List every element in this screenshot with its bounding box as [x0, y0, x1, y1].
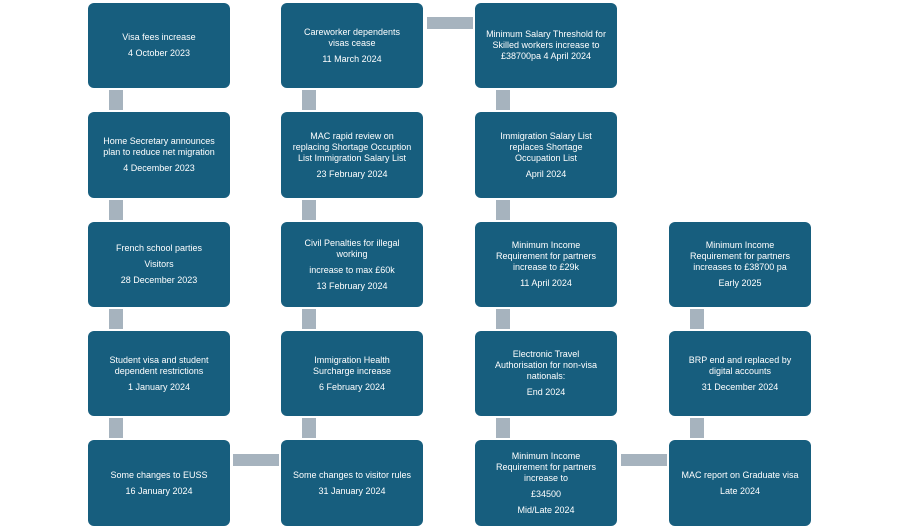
timeline-box-immigration-salary-list: Immigration Salary List replaces Shortag…: [475, 112, 617, 198]
box-text: increase to max £60k: [309, 264, 395, 275]
connector: [109, 90, 123, 110]
connector: [427, 17, 473, 29]
box-text: Electronic Travel: [512, 349, 580, 359]
box-date: End 2024: [526, 387, 566, 397]
box-date: 16 January 2024: [125, 485, 193, 496]
box-text: Requirement for partners: [495, 251, 597, 261]
box-date: 4 December 2023: [123, 163, 195, 173]
timeline-box-mac-graduate: MAC report on Graduate visa Late 2024: [669, 440, 811, 526]
box-text: Immigration Salary List: [500, 130, 592, 141]
connector: [302, 309, 316, 329]
box-text: replaces Shortage: [509, 141, 583, 152]
box-text: BRP end and replaced by: [688, 354, 792, 365]
box-text: dependent restrictions: [114, 365, 204, 376]
connector: [496, 309, 510, 329]
timeline-box-eta: Electronic Travel Authorisation for non-…: [475, 331, 617, 416]
connector: [690, 309, 704, 329]
timeline-box-brp: BRP end and replaced by digital accounts…: [669, 331, 811, 416]
connector: [233, 454, 279, 466]
box-text: Visa fees increase: [122, 32, 196, 42]
timeline-box-visitor-rules: Some changes to visitor rules 31 January…: [281, 440, 423, 526]
box-text: plan to reduce net migration: [103, 147, 215, 157]
box-text: increase to: [523, 472, 569, 483]
box-text: Minimum Income: [511, 240, 581, 250]
timeline-box-careworker: Careworker dependents visas cease 11 Mar…: [281, 3, 423, 88]
timeline-box-income-34500: Minimum Income Requirement for partners …: [475, 440, 617, 526]
connector: [109, 418, 123, 438]
box-text: Minimum Income: [705, 240, 775, 250]
timeline-box-visa-fees: Visa fees increase 4 October 2023: [88, 3, 230, 88]
timeline-box-euss: Some changes to EUSS 16 January 2024: [88, 440, 230, 526]
box-text: digital accounts: [708, 365, 772, 376]
connector: [302, 200, 316, 220]
box-date: 31 December 2024: [701, 381, 779, 392]
box-text: Visitors: [144, 259, 174, 269]
box-text: Requirement for partners: [689, 251, 791, 261]
box-text: Some changes to EUSS: [110, 469, 208, 480]
timeline-box-student-visa: Student visa and student dependent restr…: [88, 331, 230, 416]
connector: [109, 309, 123, 329]
box-date: Early 2025: [718, 278, 762, 288]
connector: [690, 418, 704, 438]
box-date: 31 January 2024: [318, 485, 386, 496]
timeline-box-salary-threshold: Minimum Salary Threshold for Skilled wor…: [475, 3, 617, 88]
box-text: Occupation List: [514, 152, 578, 163]
timeline-box-french-school: French school parties Visitors 28 Decemb…: [88, 222, 230, 307]
connector: [496, 200, 510, 220]
timeline-box-health-surcharge: Immigration Health Surcharge increase 6 …: [281, 331, 423, 416]
box-text: Surcharge increase: [312, 365, 392, 376]
box-text: £34500: [530, 488, 562, 499]
box-date: 28 December 2023: [120, 275, 198, 285]
box-text: Immigration Health: [314, 354, 390, 365]
connector: [496, 418, 510, 438]
box-text: replacing Shortage Occuption: [292, 141, 412, 152]
box-text: Minimum Salary Threshold for: [486, 29, 606, 39]
connector: [302, 90, 316, 110]
connector: [496, 90, 510, 110]
box-text: working: [336, 248, 368, 259]
box-text: visas cease: [328, 37, 376, 48]
timeline-box-income-38700: Minimum Income Requirement for partners …: [669, 222, 811, 307]
box-text: Requirement for partners: [495, 461, 597, 472]
box-text: Student visa and student: [109, 354, 209, 365]
timeline-box-mac-rapid-review: MAC rapid review on replacing Shortage O…: [281, 112, 423, 198]
box-text: List Immigration Salary List: [297, 152, 407, 163]
box-date: 13 February 2024: [316, 280, 388, 291]
box-text: increase to £29k: [512, 262, 580, 272]
box-date: 4 October 2023: [127, 48, 191, 58]
box-date: Late 2024: [719, 485, 761, 496]
timeline-box-income-29k: Minimum Income Requirement for partners …: [475, 222, 617, 307]
box-date: 11 March 2024: [322, 53, 382, 64]
timeline-box-home-secretary: Home Secretary announces plan to reduce …: [88, 112, 230, 198]
box-text: £38700pa 4 April 2024: [500, 51, 592, 61]
box-text: Civil Penalties for illegal: [304, 237, 400, 248]
timeline-box-civil-penalties: Civil Penalties for illegal working incr…: [281, 222, 423, 307]
box-date: 1 January 2024: [127, 381, 191, 392]
box-text: Minimum Income: [511, 450, 581, 461]
connector: [621, 454, 667, 466]
box-text: MAC report on Graduate visa: [681, 469, 799, 480]
box-text: increases to £38700 pa: [693, 262, 787, 272]
box-date: April 2024: [525, 168, 567, 179]
box-text: nationals:: [526, 371, 566, 381]
box-text: French school parties: [115, 243, 203, 253]
connector: [109, 200, 123, 220]
box-text: MAC rapid review on: [310, 130, 394, 141]
box-text: Home Secretary announces: [103, 136, 215, 146]
connector: [302, 418, 316, 438]
box-text: Careworker dependents: [303, 26, 401, 37]
box-text: Authorisation for non-visa: [494, 360, 598, 370]
box-date: 23 February 2024: [316, 168, 388, 179]
box-date: 6 February 2024: [318, 381, 386, 392]
box-text: Some changes to visitor rules: [292, 469, 412, 480]
box-date: 11 April 2024: [520, 278, 572, 288]
box-text: Skilled workers increase to: [492, 40, 600, 50]
box-date: Mid/Late 2024: [517, 504, 575, 515]
